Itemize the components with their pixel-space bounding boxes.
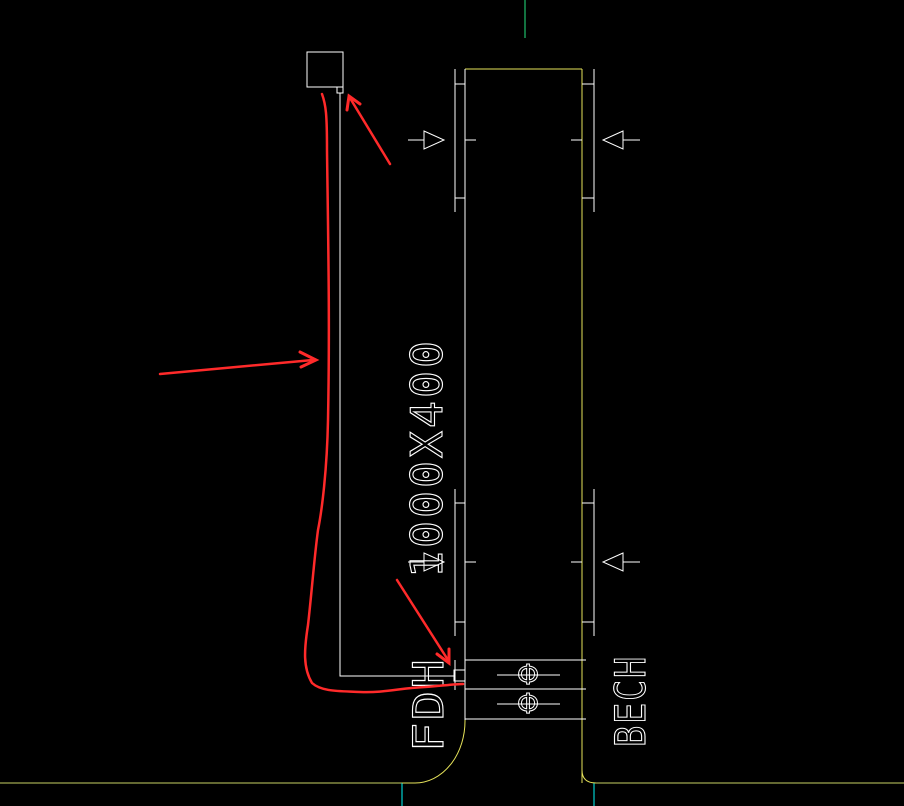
damper-symbol-bottom: Φ [517, 687, 539, 720]
markup-arrow-line [395, 578, 450, 662]
damper-symbol-top: Φ [517, 658, 539, 691]
diffuser-top [454, 69, 595, 212]
diffuser-bottom [454, 489, 595, 636]
duct-size-label: 1000X400 [402, 338, 453, 578]
markup-annotations [158, 92, 465, 694]
arrow-icon [408, 552, 446, 572]
damper-actuator-terminal [453, 669, 466, 682]
markup-arrow-line [348, 96, 392, 166]
exhaust-tag-label: BECH [606, 655, 655, 747]
control-cable [339, 93, 454, 677]
arrow-icon [601, 552, 640, 572]
control-panel-box [306, 51, 344, 88]
control-terminal [336, 86, 344, 94]
fire-damper [454, 659, 586, 720]
damper-tag-label: FDH [404, 657, 453, 752]
markup-arrow-head [435, 647, 451, 666]
markup-arrow-head [298, 350, 320, 369]
duct-outline [402, 68, 597, 784]
markup-arrow-head [345, 93, 362, 112]
markup-arrow-line [158, 358, 315, 376]
arrow-icon [601, 130, 640, 150]
arrow-icon [408, 130, 446, 150]
markup-trace-line [303, 92, 465, 694]
